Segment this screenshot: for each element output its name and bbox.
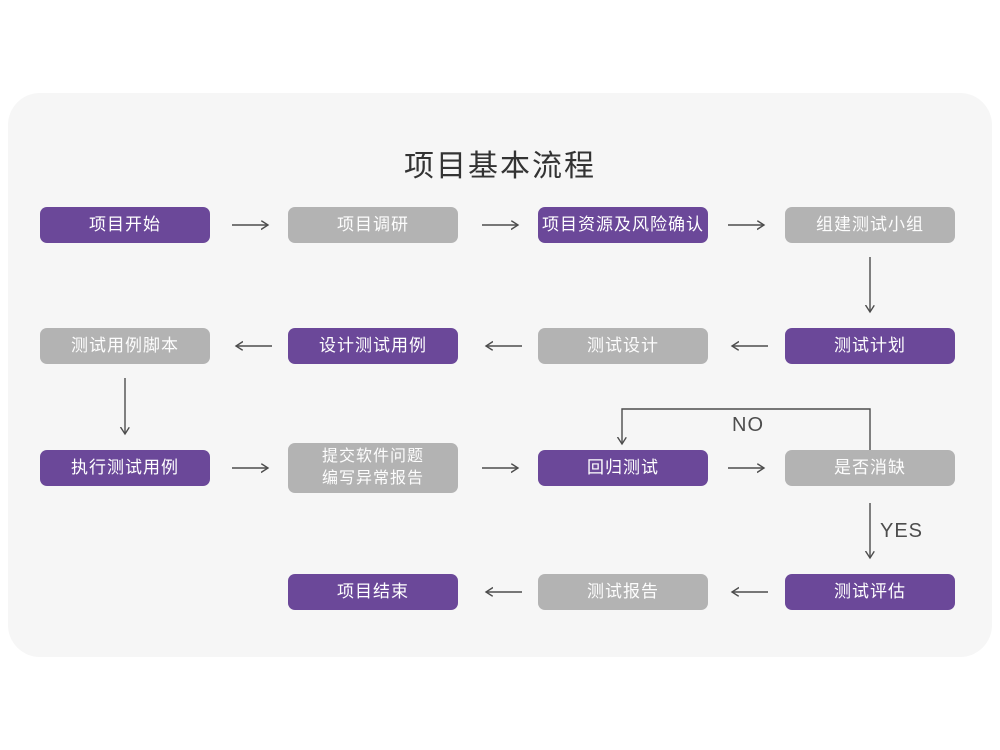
node-submit-issue-report: 提交软件问题 编写异常报告 — [288, 443, 458, 493]
node-test-design: 测试设计 — [538, 328, 708, 364]
node-project-research: 项目调研 — [288, 207, 458, 243]
edge-label-no: NO — [732, 414, 764, 436]
node-project-end: 项目结束 — [288, 574, 458, 610]
arrow-no-loop — [622, 408, 871, 450]
node-regression-test: 回归测试 — [538, 450, 708, 486]
node-design-test-case: 设计测试用例 — [288, 328, 458, 364]
node-test-case-script: 测试用例脚本 — [40, 328, 210, 364]
node-test-evaluation: 测试评估 — [785, 574, 955, 610]
node-defect-resolved: 是否消缺 — [785, 450, 955, 486]
page-title: 项目基本流程 — [404, 150, 596, 183]
flowchart-card — [8, 93, 992, 657]
node-test-plan: 测试计划 — [785, 328, 955, 364]
edge-label-yes: YES — [880, 520, 924, 542]
node-build-test-team: 组建测试小组 — [785, 207, 955, 243]
node-resource-risk-confirm: 项目资源及风险确认 — [538, 207, 708, 243]
node-test-report: 测试报告 — [538, 574, 708, 610]
node-execute-test-case: 执行测试用例 — [40, 450, 210, 486]
node-project-start: 项目开始 — [40, 207, 210, 243]
